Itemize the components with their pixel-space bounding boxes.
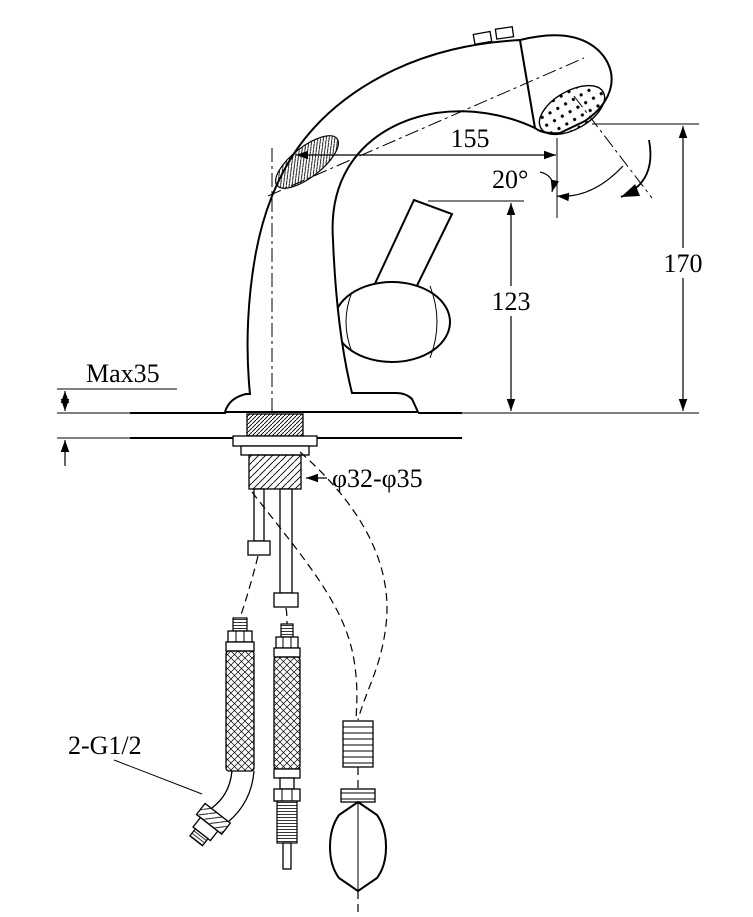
dim-hole-diameter-label: φ32-φ35: [332, 464, 423, 493]
hose-threaded-stud: [232, 617, 248, 632]
mounting-nut: [240, 445, 310, 456]
deck: [57, 412, 699, 439]
fitting-tail: [282, 842, 292, 870]
corrugated-hose-section: [342, 720, 374, 768]
fitting-hex-nut: [273, 788, 301, 802]
corrugated-hose-section: [340, 788, 376, 803]
fitting-thread-tip: [188, 827, 209, 847]
dim-20deg-label: 20°: [492, 165, 528, 194]
dim-overall-height: 170: [592, 123, 711, 411]
braided-hose-body: [273, 656, 301, 770]
hose-collar: [273, 647, 301, 658]
angled-end-fitting: [188, 802, 232, 847]
hose-collar: [273, 768, 301, 779]
dim-max-thickness: Max35: [57, 359, 177, 466]
inlet-tube-right-fitting: [273, 592, 299, 608]
dim-spout-reach: 155: [296, 124, 558, 218]
dim-123-label: 123: [492, 287, 531, 316]
shank-in-hole: [246, 413, 304, 437]
inlet-tube-left-fitting: [247, 540, 271, 556]
knurled-grip: [275, 135, 339, 189]
pullout-hose-route: [251, 491, 358, 721]
threaded-shank: [248, 454, 302, 490]
diverter-button: [494, 26, 515, 40]
callout-inlet-thread: 2-G1/2: [68, 731, 203, 795]
mounting-shank: [232, 413, 318, 608]
faucet-body: [223, 26, 613, 413]
hose-weight: [329, 800, 387, 913]
hose-hex-nut: [227, 630, 253, 643]
right-supply-hose: [273, 607, 301, 870]
hose-collar: [225, 641, 255, 652]
handle: [333, 198, 454, 363]
dim-max35-label: Max35: [86, 359, 160, 388]
dim-spray-angle: 20°: [492, 139, 652, 202]
diverter-button: [472, 30, 493, 46]
dim-spout-height: 123: [428, 200, 537, 411]
fitting-neck: [279, 777, 295, 790]
nozzle-face: [538, 84, 606, 136]
dim-155-label: 155: [451, 124, 490, 153]
hose-hex-nut: [275, 636, 299, 649]
inlet-tube-right: [279, 488, 293, 594]
mounting-washer: [232, 435, 318, 447]
pullout-hose-route: [299, 451, 388, 721]
braided-hose-body: [225, 650, 255, 772]
hose-threaded-stud: [280, 623, 294, 638]
pullout-hose: [251, 451, 388, 803]
spray-direction-line: [573, 95, 653, 199]
left-supply-hose: [188, 555, 259, 847]
dim-hole-diameter: φ32-φ35: [306, 464, 423, 493]
spout-axis-centerline: [267, 57, 585, 197]
inlet-thread-label: 2-G1/2: [68, 731, 142, 760]
dim-170-label: 170: [664, 249, 703, 278]
fitting-threaded-section: [276, 800, 298, 844]
centerlines: [267, 57, 653, 412]
